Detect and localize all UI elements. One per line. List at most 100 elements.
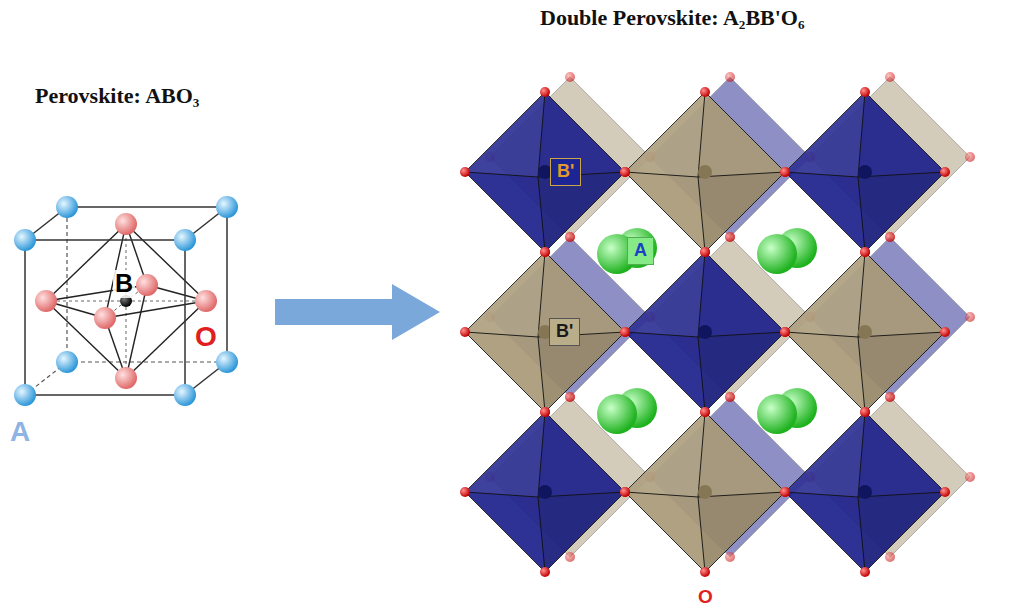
atom-label-box: B' [549, 318, 580, 346]
oxygen-atom [565, 232, 575, 242]
oxygen-atom [940, 487, 950, 497]
octahedron-face [785, 92, 865, 177]
oxygen-atom [565, 232, 575, 242]
atom-label: A [10, 417, 30, 448]
cube-edge [25, 239, 185, 241]
octahedron-edge [465, 492, 538, 497]
oxygen-atom [35, 290, 57, 312]
octahedron-edge [465, 332, 538, 337]
a-site-atom [216, 351, 238, 373]
double-perovskite-lattice [460, 72, 975, 577]
oxygen-atom [860, 247, 870, 257]
b-site-atom [698, 325, 712, 339]
octahedron-edge [858, 497, 865, 572]
oxygen-atom [460, 327, 470, 337]
octahedron-edge [858, 412, 865, 497]
oxygen-atom [460, 167, 470, 177]
octahedron-edge [698, 497, 705, 572]
b-site-atom [858, 325, 872, 339]
atom-label-box: B' [550, 158, 581, 186]
oxygen-atom [700, 407, 710, 417]
cube-edge [66, 207, 67, 362]
atom-label: O [193, 322, 219, 353]
a-site-atom [14, 229, 36, 251]
atom-label-box: A [627, 237, 654, 265]
cube-edge [67, 361, 227, 362]
oxygen-atom [965, 152, 975, 162]
atom-label: B' [557, 161, 574, 183]
octahedron-edge [858, 92, 865, 177]
octahedron-face [465, 252, 545, 337]
cube-edge [25, 394, 185, 396]
octahedron [465, 92, 625, 252]
oxygen-atom [725, 392, 735, 402]
oxygen-atom [565, 72, 575, 82]
oxygen-atom [620, 327, 630, 337]
octahedron [625, 92, 785, 252]
octahedron [465, 252, 625, 412]
oxygen-atom [885, 72, 895, 82]
oxygen-atom [620, 487, 630, 497]
octahedron [785, 252, 945, 412]
oxygen-atom [860, 407, 870, 417]
oxygen-atom [780, 327, 790, 337]
oxygen-atom [540, 247, 550, 257]
oxygen-atom [725, 232, 735, 242]
oxygen-atom [965, 472, 975, 482]
oxygen-atom [540, 407, 550, 417]
oxygen-atom [565, 552, 575, 562]
octahedron-edge [538, 252, 545, 337]
octahedron-edge [858, 177, 865, 252]
cube-edge [184, 240, 186, 395]
oxygen-atom [940, 167, 950, 177]
oxygen-atom [885, 232, 895, 242]
octahedron-edge [785, 332, 858, 337]
octahedron-face [858, 492, 945, 572]
octahedron-edge [465, 172, 538, 177]
oxygen-atom [885, 392, 895, 402]
oxygen-atom [780, 487, 790, 497]
octahedron-edge [538, 497, 545, 572]
octahedron-edge [858, 252, 865, 337]
a-site-atom [757, 234, 797, 274]
oxygen-atom [136, 274, 158, 296]
oxygen-atom [860, 87, 870, 97]
a-site-atom [56, 196, 78, 218]
cube-edge [226, 207, 228, 362]
octahedron-axis [126, 301, 127, 378]
octahedron-axis [46, 301, 126, 302]
oxygen-atom [94, 307, 116, 329]
oxygen-atom [700, 407, 710, 417]
oxygen-atom [565, 392, 575, 402]
octahedron-edge [698, 177, 705, 252]
atom-label: B' [556, 321, 573, 343]
oxygen-atom [860, 407, 870, 417]
octahedron-edge [858, 337, 865, 412]
octahedron-edge [625, 332, 698, 337]
panel-title: Double Perovskite: A₂BB'O₆ [540, 6, 805, 30]
oxygen-atom [725, 392, 735, 402]
oxygen-atom [940, 327, 950, 337]
oxygen-atom [780, 167, 790, 177]
oxygen-atom [885, 232, 895, 242]
oxygen-atom [460, 487, 470, 497]
atom-label: B [113, 270, 135, 298]
oxygen-atom [700, 247, 710, 257]
a-site-atom [56, 351, 78, 373]
oxygen-atom [700, 87, 710, 97]
oxygen-atom [885, 392, 895, 402]
oxygen-atom [725, 552, 735, 562]
octahedron-edge [625, 492, 698, 497]
oxygen-atom [965, 312, 975, 322]
octahedron-edge [126, 224, 206, 301]
octahedron-face [465, 412, 545, 497]
octahedron-edge [698, 337, 705, 412]
octahedron-edge [785, 492, 858, 497]
octahedron-face [858, 332, 945, 412]
oxygen-atom [620, 327, 630, 337]
a-site-atom [597, 394, 637, 434]
octahedron-edge [698, 412, 705, 497]
octahedron-edge [625, 172, 698, 177]
octahedron-edge [46, 301, 126, 378]
oxygen-atom [620, 487, 630, 497]
